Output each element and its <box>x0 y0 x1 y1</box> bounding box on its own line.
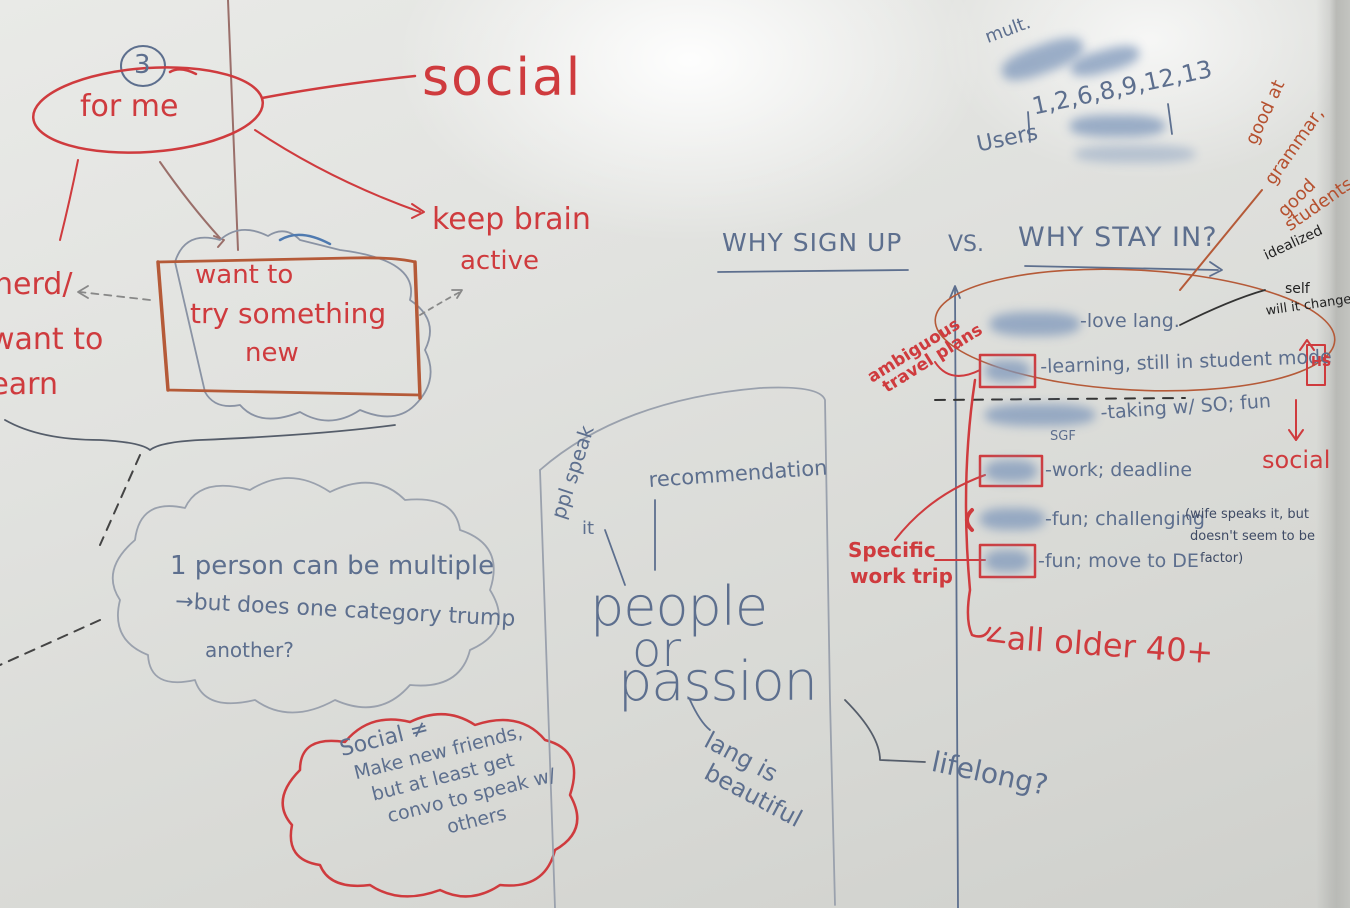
box-line-3: new <box>245 338 299 368</box>
people-label: people <box>590 575 768 638</box>
red-box-2 <box>978 454 1044 488</box>
reason-row: -fun; challenging <box>1045 508 1205 530</box>
wife-note-3: factor) <box>1200 551 1244 566</box>
why-sign-up-header: WHY SIGN UP <box>722 228 903 257</box>
number-circle <box>120 45 166 87</box>
blurred-name <box>985 460 1037 482</box>
work-trip-label: work trip <box>850 564 953 588</box>
specific-label: Specific <box>848 538 936 562</box>
active-label: active <box>460 246 540 276</box>
wife-note-1: (wife speaks it, but <box>1185 507 1310 522</box>
board-edge <box>1316 0 1350 908</box>
box-line-1: want to <box>195 260 294 290</box>
blurred-name <box>1075 145 1195 163</box>
wife-note-2: doesn't seem to be <box>1190 529 1316 544</box>
blurred-name <box>1070 115 1165 137</box>
for-me-label: for me <box>80 89 179 124</box>
for-me-oval <box>31 66 265 154</box>
blurred-name <box>985 404 1095 426</box>
it-label: it <box>582 518 595 539</box>
learn-label: learn <box>0 367 58 402</box>
multiple-line-1: 1 person can be multiple <box>170 551 495 581</box>
or-label: or <box>632 622 682 678</box>
self-label: self <box>1285 281 1310 297</box>
vertical-divider <box>227 0 239 251</box>
sgf-label: SGF <box>1050 429 1076 444</box>
multiple-cloud <box>111 477 500 714</box>
social-cloud <box>281 712 579 898</box>
curly-brace <box>4 419 396 451</box>
why-stay-in-header: WHY STAY IN? <box>1018 222 1218 253</box>
vs-label: VS. <box>948 232 985 257</box>
blurred-name <box>980 508 1045 530</box>
herd-label: herd/ <box>0 267 73 302</box>
social-right-label: social <box>1262 446 1331 474</box>
stay-oval <box>934 268 1336 392</box>
reason-row: -fun; move to DE <box>1038 550 1199 572</box>
social-label: social <box>422 48 583 108</box>
want-to-label: want to <box>0 322 104 357</box>
keep-brain-label: keep brain <box>432 202 591 237</box>
box-line-2: try something <box>190 297 387 330</box>
multiple-line-3: another? <box>205 638 294 662</box>
blurred-name <box>985 360 1030 382</box>
idea-cloud <box>174 229 432 422</box>
passion-label: passion <box>618 650 818 713</box>
blurred-name <box>990 312 1080 336</box>
reason-row: -work; deadline <box>1045 459 1193 481</box>
blurred-name <box>985 550 1030 572</box>
center-frame <box>539 386 836 906</box>
reason-row: -love lang. <box>1080 310 1180 332</box>
circle-number: 3 <box>134 50 151 80</box>
hs-label: HS <box>1311 355 1332 370</box>
